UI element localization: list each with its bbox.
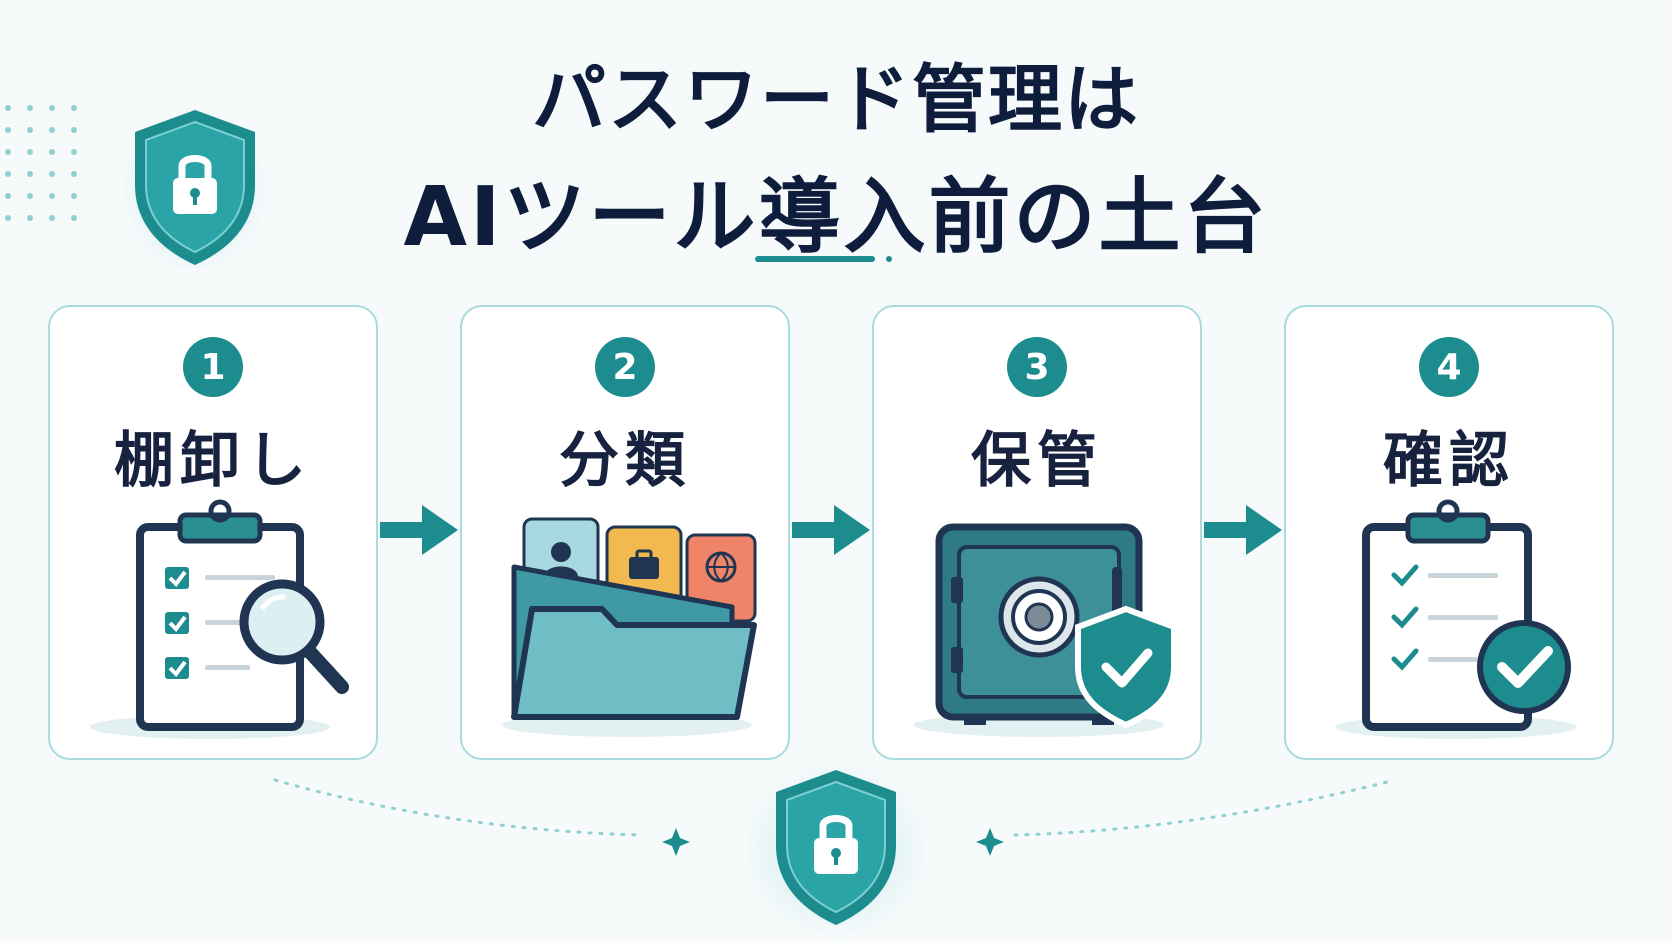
step-label: 保管	[971, 426, 1103, 496]
safe-with-shield-icon	[914, 523, 1177, 737]
step-number-badge: 4	[1419, 337, 1479, 397]
step-label: 確認	[1383, 426, 1515, 496]
folder-with-cards-icon	[502, 517, 757, 737]
arrow-right-icon	[380, 505, 458, 555]
step-card-3: 3 保管	[872, 305, 1202, 760]
clipboard-check-icon	[1336, 499, 1576, 739]
step-number-badge: 2	[595, 337, 655, 397]
clipboard-magnifier-icon	[90, 499, 349, 739]
title-line-2: AIツール導入前の土台	[403, 170, 1269, 265]
title-underline	[755, 256, 892, 262]
step-label: 分類	[559, 426, 691, 496]
bottom-shield-decoration	[273, 760, 1397, 940]
shield-lock-icon	[120, 105, 270, 275]
shield-lock-icon	[776, 770, 896, 925]
step-card-1: 1 棚卸し	[48, 305, 378, 760]
step-label: 棚卸し	[114, 426, 312, 496]
step-card-4: 4 確認	[1284, 305, 1614, 760]
step-number-badge: 3	[1007, 337, 1067, 397]
step-card-2: 2 分類	[460, 305, 790, 760]
arrow-right-icon	[1204, 505, 1282, 555]
title-line-1: パスワード管理は	[532, 57, 1140, 143]
step-number-badge: 1	[183, 337, 243, 397]
dot-grid-decoration	[5, 105, 77, 221]
arrow-right-icon	[792, 505, 870, 555]
